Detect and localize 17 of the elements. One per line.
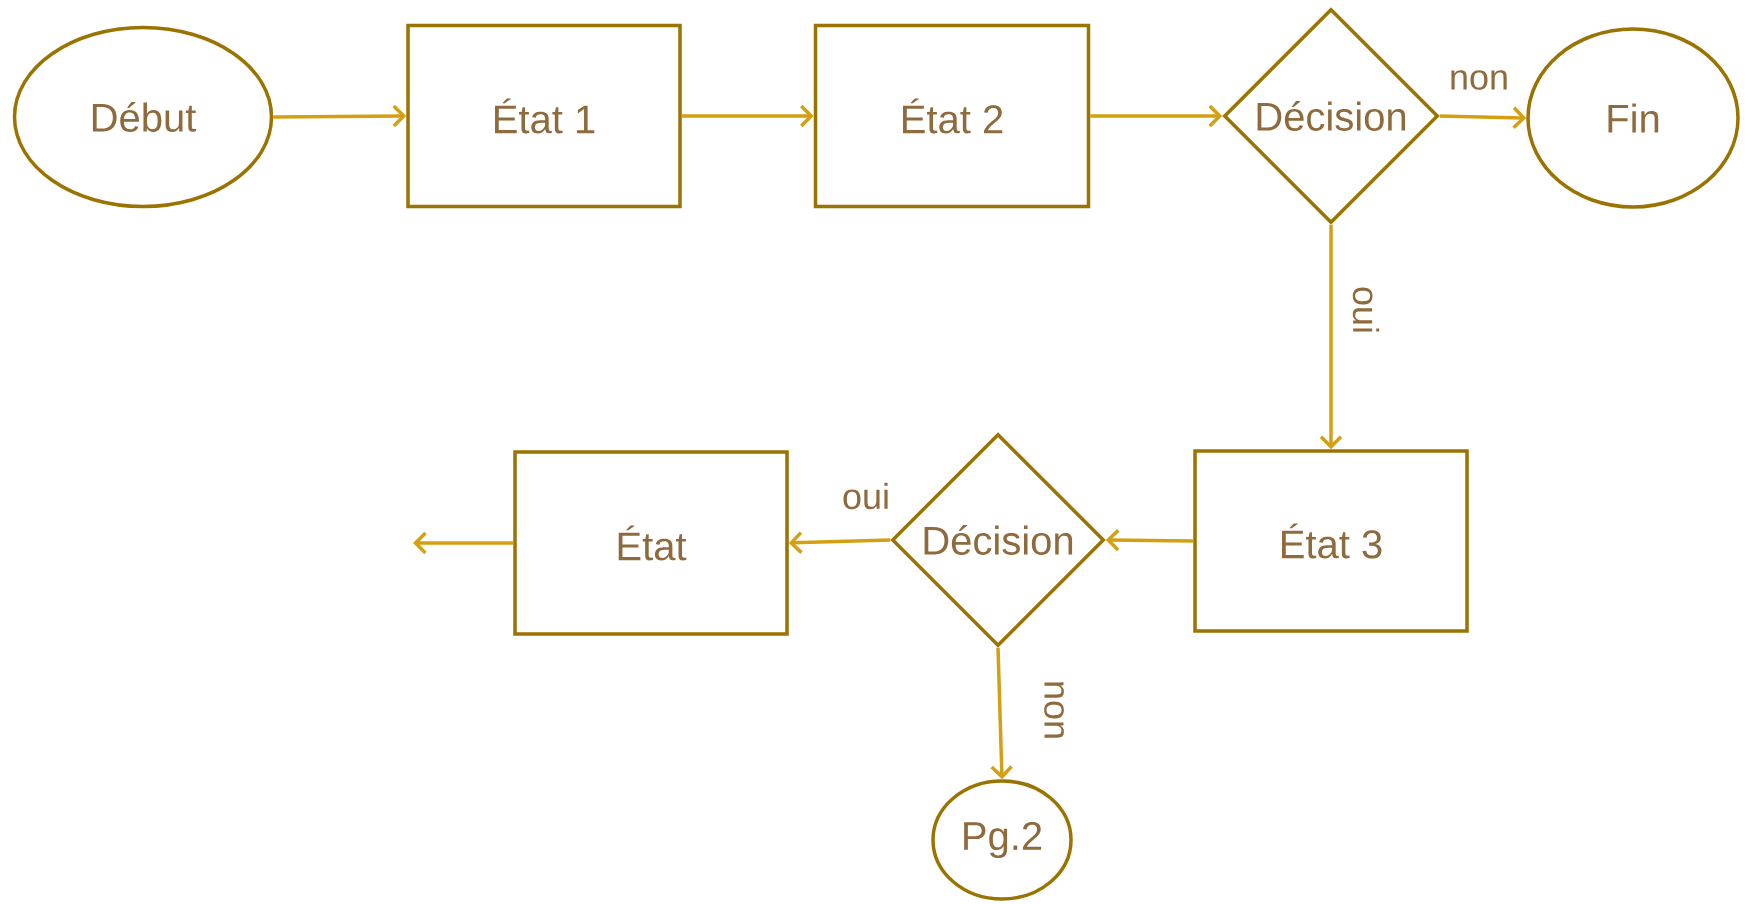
edge-label: oui — [841, 481, 892, 511]
arrow — [1090, 104, 1223, 128]
arrow — [1319, 224, 1343, 450]
edge-label: non — [1043, 678, 1065, 742]
edge-label: oui — [1351, 284, 1381, 335]
arrow — [990, 647, 1013, 780]
process-box: État 1 — [406, 23, 682, 209]
arrow — [413, 531, 514, 555]
arrow — [788, 531, 891, 554]
process-box: État 2 — [813, 23, 1091, 209]
process-box: État — [513, 450, 789, 636]
edge-label: non — [1448, 69, 1511, 91]
process-box: État 3 — [1193, 449, 1469, 633]
arrow — [1105, 528, 1194, 552]
arrow — [681, 104, 814, 128]
arrow — [1439, 106, 1527, 129]
arrow — [273, 104, 407, 128]
